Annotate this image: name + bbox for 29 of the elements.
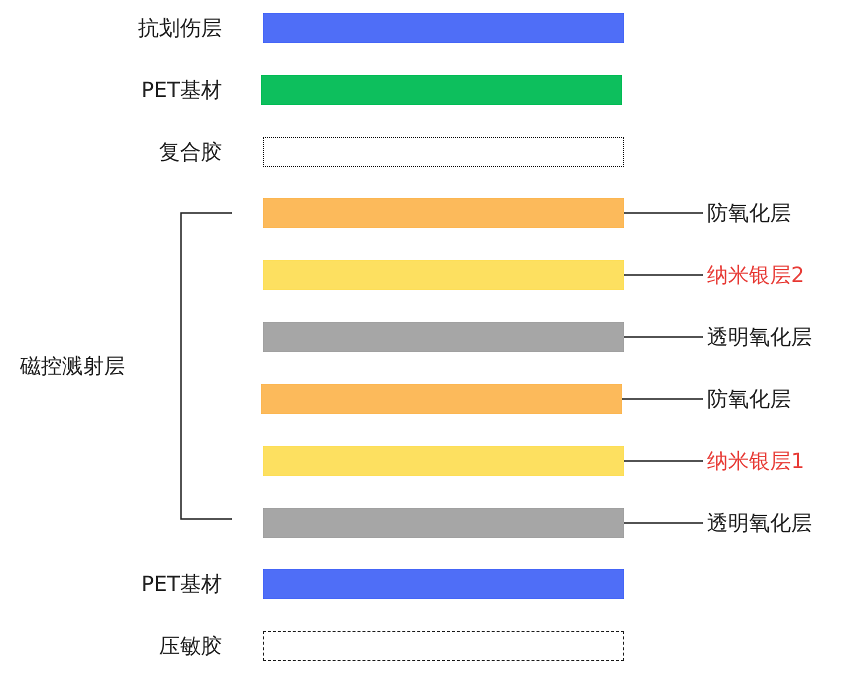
layer-bar [263,322,624,352]
layer-bar [263,569,624,599]
layer-label: 防氧化层 [707,198,791,228]
layer-bar [261,75,622,105]
layer-label: PET基材 [141,77,222,104]
layer-bar [263,137,624,167]
leader-line [624,460,703,462]
leader-line [624,212,703,214]
layer-label: 透明氧化层 [707,322,812,352]
layer-label: 压敏胶 [159,633,222,660]
layer-bar [263,446,624,476]
layer-bar [263,198,624,228]
layer-label: 防氧化层 [707,384,791,414]
layer-bar [263,260,624,290]
leader-line [624,274,703,276]
layer-label: 抗划伤层 [138,15,222,42]
leader-line [624,336,703,338]
layer-label: 复合胶 [159,139,222,166]
layer-label: 纳米银层1 [707,446,804,476]
leader-line [624,522,703,524]
layer-bar [263,631,624,661]
layer-label: PET基材 [141,571,222,598]
layer-label: 纳米银层2 [707,260,804,290]
layer-bar [261,384,622,414]
layer-bar [263,508,624,538]
layer-bar [263,13,624,43]
leader-line [622,398,703,400]
layer-label: 透明氧化层 [707,508,812,538]
group-label: 磁控溅射层 [20,353,125,380]
